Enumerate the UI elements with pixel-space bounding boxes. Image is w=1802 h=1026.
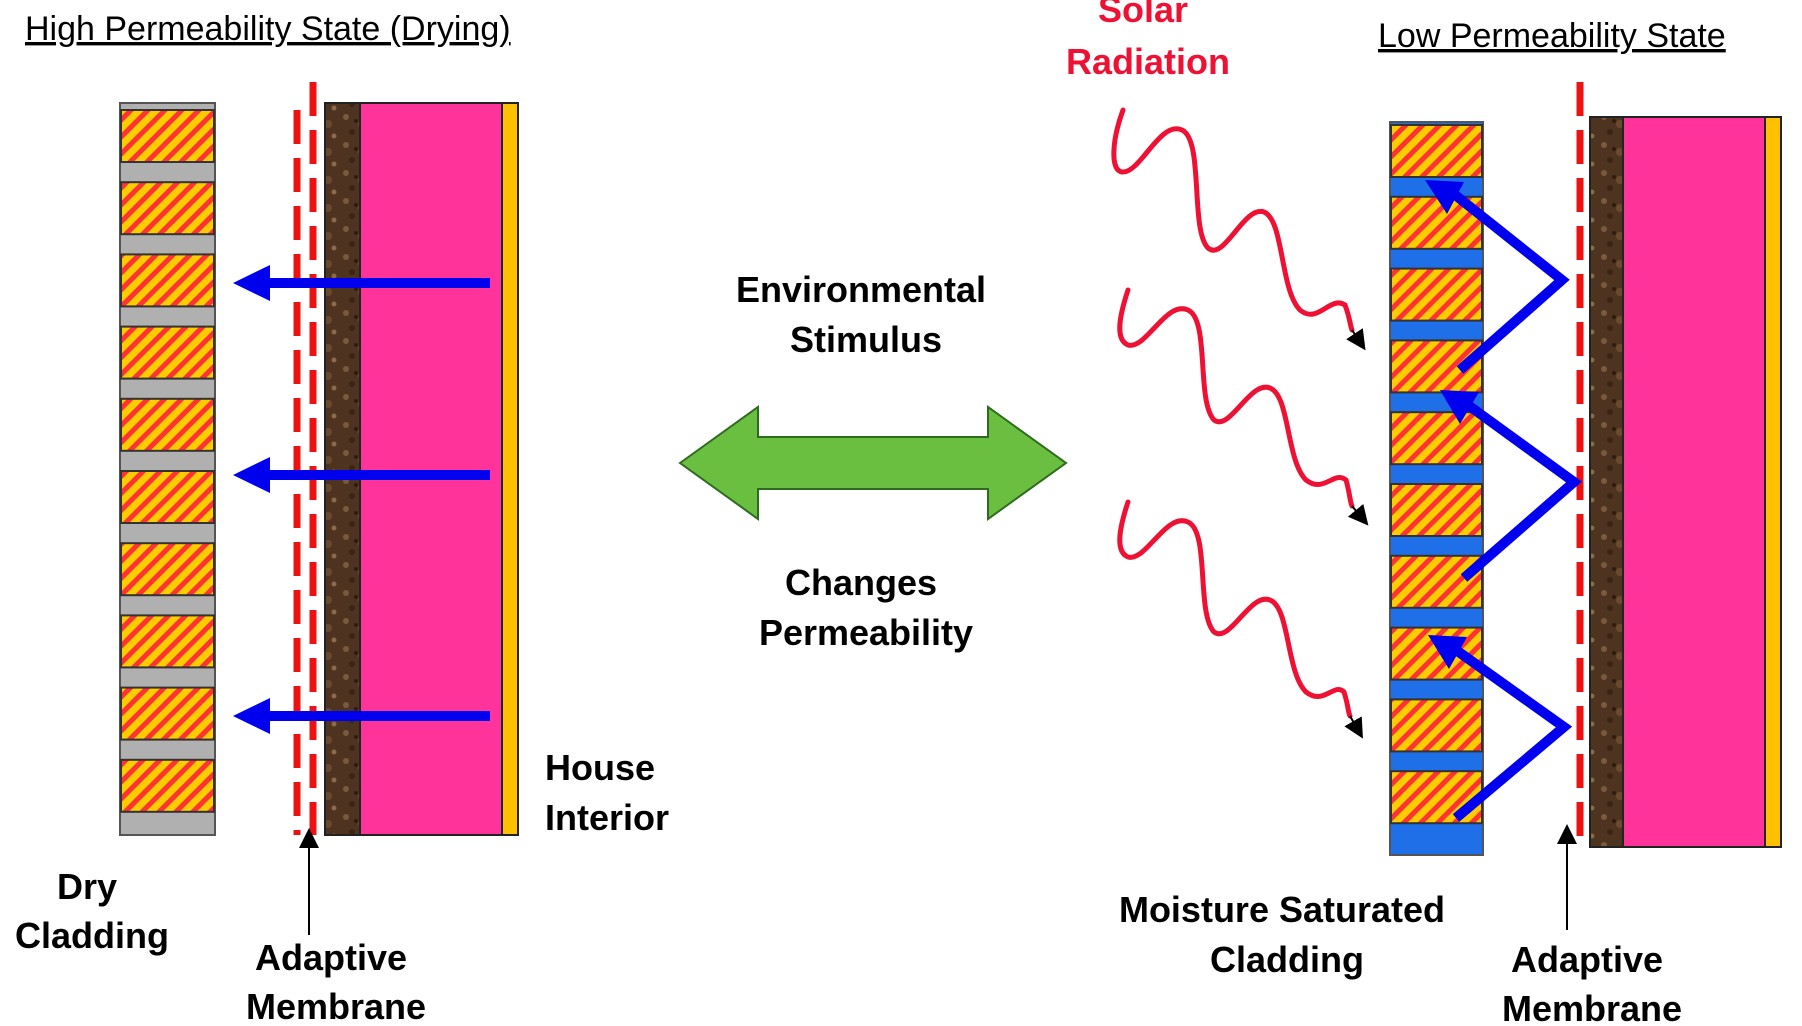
dry-cladding-label: Dry Cladding — [15, 866, 169, 956]
adaptive-membrane-label-left: Adaptive Membrane — [246, 937, 426, 1026]
cladding-block — [120, 470, 215, 524]
sheathing — [1589, 116, 1624, 848]
membrane-dashed-left — [293, 82, 317, 835]
left-heading: High Permeability State (Drying) — [25, 10, 511, 48]
cladding-block — [120, 758, 215, 813]
wet-cladding-column — [1389, 121, 1484, 856]
cladding-block — [1390, 267, 1483, 322]
cladding-blocks — [120, 109, 215, 813]
cladding-block — [1390, 124, 1483, 178]
adaptive-membrane-label-right: Adaptive Membrane — [1502, 939, 1682, 1026]
reflected-vapor-arrows — [1425, 180, 1583, 822]
cladding-block — [120, 109, 215, 163]
insulation — [1622, 116, 1766, 848]
solar-radiation-waves — [1111, 107, 1369, 739]
drywall — [1764, 116, 1782, 848]
sheathing — [324, 102, 361, 836]
cladding-block — [1390, 554, 1483, 609]
cladding-block — [120, 542, 215, 597]
radiation-wave — [1111, 107, 1366, 351]
cladding-block — [120, 181, 215, 236]
solar-radiation-label: Solar Radiation — [1066, 0, 1230, 82]
cladding-block — [1390, 698, 1483, 753]
environmental-stimulus-label: Environmental Stimulus — [736, 269, 996, 360]
cladding-block — [120, 397, 215, 452]
vapor-arrow — [233, 457, 490, 493]
right-heading: Low Permeability State — [1378, 17, 1726, 55]
moisture-saturated-cladding-label: Moisture Saturated Cladding — [1119, 889, 1455, 980]
left-panel: High Permeability State (Drying) — [15, 10, 669, 1026]
vapor-arrow — [1428, 635, 1573, 822]
double-headed-arrow — [678, 405, 1068, 521]
vapor-arrow — [233, 698, 490, 734]
cladding-block — [1390, 411, 1483, 466]
cladding-block — [120, 686, 215, 741]
cladding-block — [1390, 770, 1483, 825]
radiation-wave — [1117, 499, 1363, 739]
vapor-arrows-left — [233, 265, 490, 734]
vapor-arrow — [1440, 390, 1583, 582]
cladding-block — [1390, 483, 1483, 537]
center-section: Environmental Stimulus Changes Permeabil… — [678, 269, 1068, 653]
right-panel: Low Permeability State Solar Radiation — [1066, 0, 1782, 1026]
radiation-wave — [1117, 287, 1369, 526]
wall-assembly-right — [1589, 116, 1782, 848]
drywall — [501, 102, 519, 836]
wall-assembly-left — [324, 102, 519, 836]
cladding-block — [120, 325, 215, 380]
house-interior-label: House Interior — [545, 747, 669, 838]
insulation — [359, 102, 503, 836]
vapor-arrow — [233, 265, 490, 301]
cladding-block — [120, 253, 215, 308]
dry-cladding-column — [119, 102, 216, 836]
vapor-arrow — [1425, 180, 1570, 374]
cladding-block — [120, 614, 215, 669]
changes-permeability-label: Changes Permeability — [759, 562, 973, 653]
